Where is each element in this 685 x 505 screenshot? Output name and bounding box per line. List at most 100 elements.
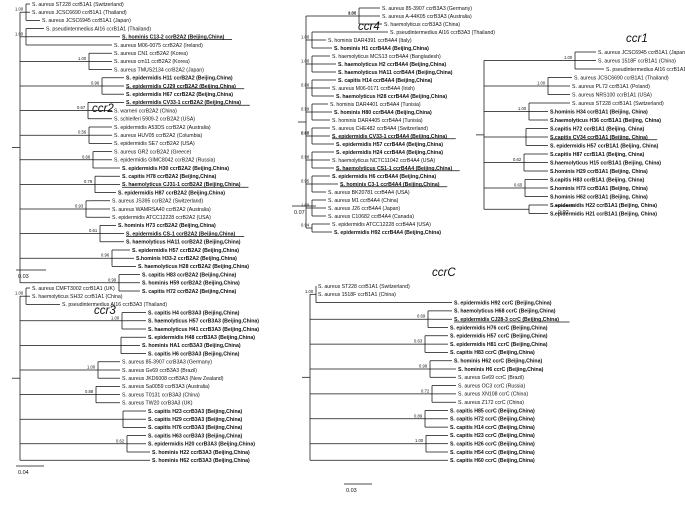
support-value: 0.66 bbox=[82, 154, 91, 159]
tree-panel-ccrC: S. aureus ST228 ccrB1A1 (Switzerland) S. … bbox=[302, 267, 570, 494]
tree-leaf-label: S.haemolyticus H36 ccrB1A1 (Beijing, Chi… bbox=[550, 118, 661, 124]
tree-leaf-label: S. haemolyticus H41 ccrB3A3 (Beijing,Chi… bbox=[148, 327, 259, 333]
tree-leaf-label: S.capitis CV34 ccrB1A1 (Beijing, China) bbox=[550, 135, 648, 141]
tree-leaf-label: S. hominis H59 ccrB2A2 (Beijing,China) bbox=[142, 281, 240, 287]
tree-leaf-label: S. aureus C10682 ccrB4A4 (Canada) bbox=[328, 214, 414, 220]
support-value: 0.56 bbox=[78, 130, 87, 135]
scale-bar-label: 0.02 bbox=[558, 210, 569, 216]
tree-leaf-label: S.hominis H33-2 ccrB2A2 (Beijing,China) bbox=[136, 256, 237, 262]
tree-leaf-label: S. epidermidis ATCC12228 ccrB2A2 (USA) bbox=[112, 215, 211, 221]
tree-leaf-label: S. epidermidis CV33-1 ccrB2A2 (Beijing,C… bbox=[126, 100, 241, 106]
tree-leaf-label: S. aureus JKD6008 ccrB3A3 (New Zealand) bbox=[122, 376, 224, 382]
tree-leaf-label: S. aureus WAMRSA40 ccrB2A2 (Australia) bbox=[112, 207, 211, 213]
tree-leaf-label: S. haemolyticus HA11 ccrB4A4 (Beijing,Ch… bbox=[338, 70, 453, 76]
support-value: 0.69 bbox=[417, 314, 426, 319]
tree-leaf-label: S. haemolyticus H28 ccrB4A4 (Beijing,Chi… bbox=[336, 94, 447, 100]
tree-leaf-label: S. capitis H63 ccrB3A3 (Beijing,China) bbox=[148, 433, 243, 439]
tree-leaf-label: S. epidermidis H48 ccrB3A3 (Beijing,Chin… bbox=[148, 335, 255, 341]
tree-leaf-label: S. capitis H85 ccrC (Beijing,China) bbox=[450, 408, 535, 414]
tree-leaf-label: S. haemolyticus ccrB3A3 (China) bbox=[384, 22, 460, 28]
tree-leaf-label: S. aureus Z172 ccrC (China) bbox=[458, 400, 524, 406]
tree-leaf-label: S. aureus 85-3907 ccrB3A3 (Germany) bbox=[122, 360, 212, 366]
tree-leaf-label: S. capitis H72 ccrB2A2 (Beijing,China) bbox=[142, 289, 237, 295]
tree-leaf-label: S. epidermidis SE7 ccrB2A2 (USA) bbox=[114, 141, 195, 147]
tree-leaf-label: S. hominis H62 ccrB3A3 (Beijing,China) bbox=[152, 458, 250, 464]
support-value: 1.00 bbox=[348, 11, 357, 16]
tree-leaf-label: S. haemolyticus H57 ccrB3A3 (Beijing,Chi… bbox=[148, 319, 259, 325]
tree-leaf-label: S. aureus PL72 ccrB1A1 (Poland) bbox=[572, 84, 650, 90]
tree-leaf-label: S. aureus JCSC6690 ccrB1A1 (Thailand) bbox=[32, 10, 127, 16]
support-value: 0.79 bbox=[84, 179, 93, 184]
scale-bar-label: 0.07 bbox=[294, 210, 305, 216]
support-value: 1.00 bbox=[305, 289, 314, 294]
support-value: 0.95 bbox=[301, 179, 310, 184]
support-value: 0.89 bbox=[414, 413, 423, 418]
tree-leaf-label: S. pseudintermedius AI16 ccrB3A3 (Thaila… bbox=[62, 302, 167, 308]
tree-leaf-label: S. haemolyticus H28 ccrB2A2 (Beijing,Chi… bbox=[138, 264, 249, 270]
support-value: 0.98 bbox=[301, 155, 310, 160]
tree-leaf-label: S. capitis H78 ccrB2A2 (Beijing,China) bbox=[122, 174, 217, 180]
tree-leaf-label: S. haemolyticus NCTC11042 ccrB4A4 (USA) bbox=[332, 158, 435, 164]
support-value: 0.93 bbox=[75, 204, 84, 209]
tree-panel-ccr2: S. aureus ST228 ccrB1A1 (Switzerland)S. … bbox=[12, 2, 250, 295]
tree-leaf-label: S. hominis DAR4405 ccrB4A4 (Tunisia) bbox=[332, 118, 423, 124]
tree-leaf-label: S. epidermidis H57 ccrC (Beijing,China) bbox=[450, 334, 548, 340]
tree-leaf-label: S. haemolyticus CS1-1 ccrB4A4 (Beijing,C… bbox=[336, 166, 452, 172]
tree-leaf-label: S. hominis H62 ccrC (Beijing,China) bbox=[454, 359, 542, 365]
tree-leaf-label: S.hominis H29 ccrB1A1 (Beijing, China) bbox=[550, 169, 648, 175]
tree-leaf-label: S. epidermidis A53DS ccrB2A2 (Australia) bbox=[114, 125, 211, 131]
tree-leaf-label: S. aureus J26 ccrB4A4 (Japan) bbox=[328, 206, 400, 212]
support-value: 0.99 bbox=[301, 107, 310, 112]
tree-leaf-label: S. aureus ST228 ccrB1A1 (Switzerland) bbox=[318, 284, 410, 290]
tree-leaf-label: S. aureus XN108 ccrC (China) bbox=[458, 392, 528, 398]
tree-leaf-label: S. capitis H23 ccrB3A3 (Beijing,China) bbox=[148, 409, 243, 415]
tree-leaf-label: S. aureus CMFT3002 ccrB1A1 (UK) bbox=[32, 286, 115, 292]
tree-leaf-label: S. epidermidis H11 ccrB2A2 (Beijing,Chin… bbox=[126, 76, 233, 82]
tree-leaf-label: S. hominis HA1 ccrB3A3 (Beijing,China) bbox=[142, 343, 241, 349]
tree-leaf-label: S. aureus 1518F ccrB1A1 (China) bbox=[598, 58, 676, 64]
support-value: 1.00 bbox=[301, 203, 310, 208]
tree-leaf-label: S. epidermidis H67 ccrB2A2 (Beijing,Chin… bbox=[126, 92, 233, 98]
tree-leaf-label: S. capitis H6 ccrB3A3 (Beijing,China) bbox=[148, 351, 240, 357]
tree-leaf-label: S. epidermidis ATCC12228 ccrB4A4 (USA) bbox=[332, 222, 431, 228]
support-value: 0.99 bbox=[108, 277, 117, 282]
tree-leaf-label: S. haemolyticus H68 ccrC (Beijing,China) bbox=[454, 309, 556, 315]
tree-leaf-label: S. aureus CN1 ccrB2A2 (Korea) bbox=[114, 51, 188, 57]
tree-leaf-label: S. aureus TW20 ccrB3A3 (UK) bbox=[122, 401, 193, 407]
tree-leaf-label: S.epidermidis H22 ccrB1A1 (Beijing, Chin… bbox=[550, 203, 657, 209]
clade-label-ccr2: ccr2 bbox=[92, 103, 114, 115]
support-value: 1.00 bbox=[15, 31, 24, 36]
tree-leaf-label: S. hominis H6 ccrC (Beijing,China) bbox=[458, 367, 544, 373]
support-value: 1.00 bbox=[78, 56, 87, 61]
tree-leaf-label: S. hominis H1 ccrB4A4 (Beijing,China) bbox=[334, 46, 429, 52]
tree-leaf-label: S.haemolyticus H15 ccrB1A1 (Beijing, Chi… bbox=[550, 160, 661, 166]
tree-leaf-label: S. aureus HUV05 ccrB2A2 (Columbia) bbox=[114, 133, 202, 139]
support-value: 0.99 bbox=[419, 364, 428, 369]
tree-leaf-label: S. capitis H23 ccrC (Beijing,China) bbox=[450, 433, 535, 439]
tree-leaf-label: S. capitis H54 ccrC (Beijing,China) bbox=[450, 450, 535, 456]
tree-leaf-label: S. hominis C3-1 ccrB4A4 (Beijing,China) bbox=[340, 182, 440, 188]
tree-leaf-label: S. aureus CHE482 ccrB4A4 (Switzerland) bbox=[332, 126, 428, 132]
tree-leaf-label: S. capitis H83 ccrC (Beijing,China) bbox=[450, 350, 535, 356]
tree-leaf-label: S. aureus BK20781 ccrB4A4 (USA) bbox=[328, 190, 410, 196]
tree-leaf-label: S. aureus JCSC6690 ccrB1A1 (Thailand) bbox=[574, 75, 669, 81]
tree-leaf-label: S. aureus M06-0075 ccrB2A2 (Ireland) bbox=[114, 43, 203, 49]
tree-leaf-label: S. aureus TMUS2134 ccrB2A2 (Japan) bbox=[114, 67, 204, 73]
tree-leaf-label: S. aureus Gv69 ccrB3A3 (Brazil) bbox=[122, 368, 197, 374]
support-value: 1.00 bbox=[518, 106, 527, 111]
tree-panel-ccr3: S. aureus CMFT3002 ccrB1A1 (UK) S. haemol… bbox=[12, 286, 259, 476]
tree-leaf-label: S. hominis DAR4391 ccrB4A4 (Italy) bbox=[328, 38, 412, 44]
tree-leaf-label: S. epidermidis H76 ccrC (Beijing,China) bbox=[450, 325, 548, 331]
support-value: 0.62 bbox=[116, 438, 125, 443]
tree-leaf-label: S. aureus OC3 ccrC (Russia) bbox=[458, 383, 525, 389]
tree-leaf-label: S. aureus T0131 ccrB3A3 (China) bbox=[122, 392, 200, 398]
tree-leaf-label: S. epidermidis CS-1 ccrB2A2 (Beijing,Chi… bbox=[126, 231, 236, 237]
support-value: 0.86 bbox=[348, 11, 357, 16]
tree-leaf-label: S. haemolyticus CJ31-1 ccrB2A2 (Beijing,… bbox=[122, 182, 241, 188]
tree-leaf-label: S. hominis C13-2 ccrB2A2 (Beijing,China) bbox=[122, 35, 225, 41]
tree-leaf-label: S. pseudintermedius AI16 ccrB3A3 (Thaila… bbox=[390, 30, 495, 36]
tree-leaf-label: S. aureus M1 ccrB4A4 (China) bbox=[328, 198, 399, 204]
tree-leaf-label: S.epidermidis H21 ccrB1A1 (Beijing, Chin… bbox=[550, 211, 657, 217]
tree-leaf-label: S. epidermidis CV33-1 ccrB4A4 (Beijing,C… bbox=[332, 134, 447, 140]
tree-leaf-label: S. capitis H4 ccrB3A3 (Beijing,China) bbox=[148, 310, 240, 316]
